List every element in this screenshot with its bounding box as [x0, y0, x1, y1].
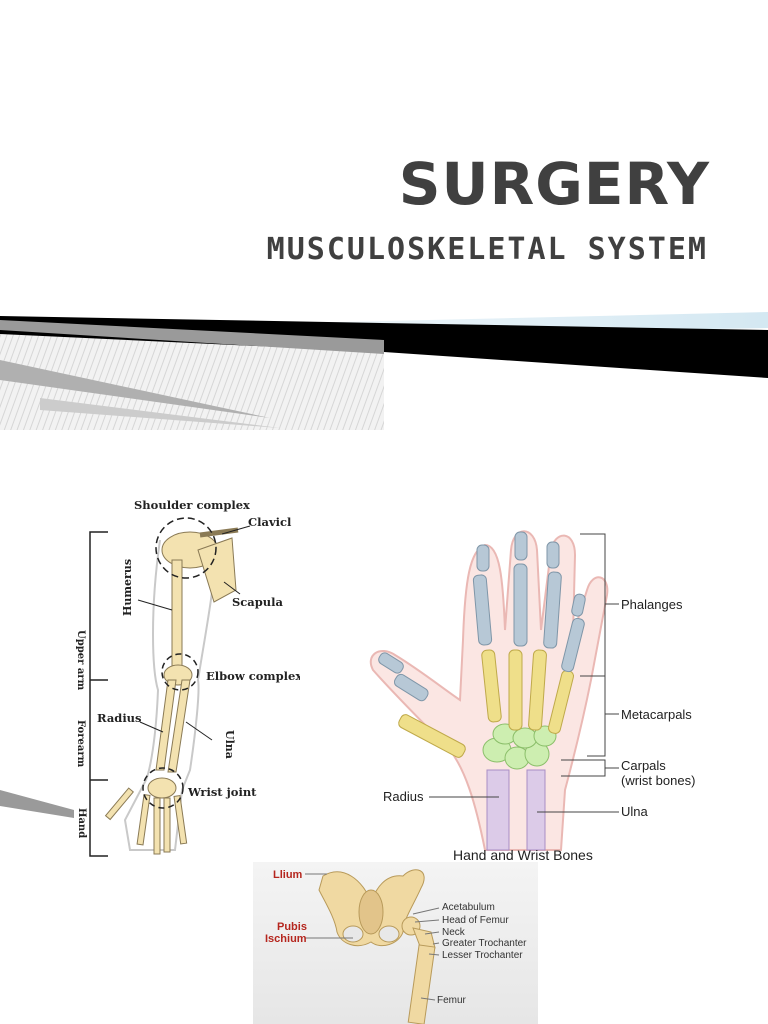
pelvis-bones	[318, 869, 425, 947]
label-lesser-trochanter: Lesser Trochanter	[442, 950, 523, 961]
slide-title: SURGERY	[398, 150, 710, 218]
label-elbow-complex: Elbow complex	[206, 669, 300, 683]
label-neck: Neck	[442, 927, 466, 938]
label-ilium: Llium	[273, 869, 303, 881]
elbow-complex-marker	[161, 653, 199, 691]
label-radius: Radius	[97, 711, 142, 725]
wrist-joint-marker	[142, 767, 184, 809]
radius-bone	[486, 769, 510, 851]
label-clavicle: Clavicl	[248, 515, 292, 529]
pelvis-femur-figure: Llium Pubis Ischium Acetabulum Head of F…	[253, 862, 538, 1024]
slide-subtitle: MUSCULOSKELETAL SYSTEM	[266, 232, 708, 267]
label-humerus: Humerus	[121, 559, 134, 616]
label-acetabulum: Acetabulum	[442, 902, 495, 913]
metacarpal-bones	[398, 649, 575, 758]
label-greater-trochanter: Greater Trochanter	[442, 938, 527, 949]
label-hand-ulna: Ulna	[621, 804, 649, 819]
label-metacarpals: Metacarpals	[621, 707, 692, 722]
hand-wrist-figure: Phalanges Metacarpals Carpals (wrist bon…	[365, 520, 735, 870]
label-hand-radius: Radius	[383, 789, 424, 804]
label-carpals-note: (wrist bones)	[621, 773, 695, 788]
label-head-of-femur: Head of Femur	[442, 915, 509, 926]
hand-figure-caption: Hand and Wrist Bones	[453, 847, 593, 863]
carpal-bones	[482, 723, 557, 770]
label-forearm: Forearm	[75, 720, 86, 768]
shoulder-complex-marker	[155, 517, 217, 579]
ulna-bone	[526, 769, 546, 851]
label-scapula: Scapula	[232, 595, 284, 609]
label-upper-arm: Upper arm	[75, 630, 86, 691]
shoulder-bones	[161, 527, 239, 603]
label-ulna: Ulna	[223, 730, 236, 759]
label-ischium: Ischium	[265, 933, 307, 945]
label-pubis: Pubis	[277, 921, 307, 933]
label-hand: Hand	[76, 808, 87, 838]
decorative-band	[0, 312, 768, 430]
label-phalanges: Phalanges	[621, 597, 683, 612]
label-wrist-joint: Wrist joint	[187, 785, 257, 799]
label-femur: Femur	[437, 995, 467, 1006]
label-shoulder-complex: Shoulder complex	[134, 498, 250, 512]
phalanx-bones	[378, 531, 586, 702]
arm-bones-figure: Shoulder complex Clavicl Humerus Scapula…	[0, 490, 300, 860]
label-carpals: Carpals	[621, 758, 666, 773]
